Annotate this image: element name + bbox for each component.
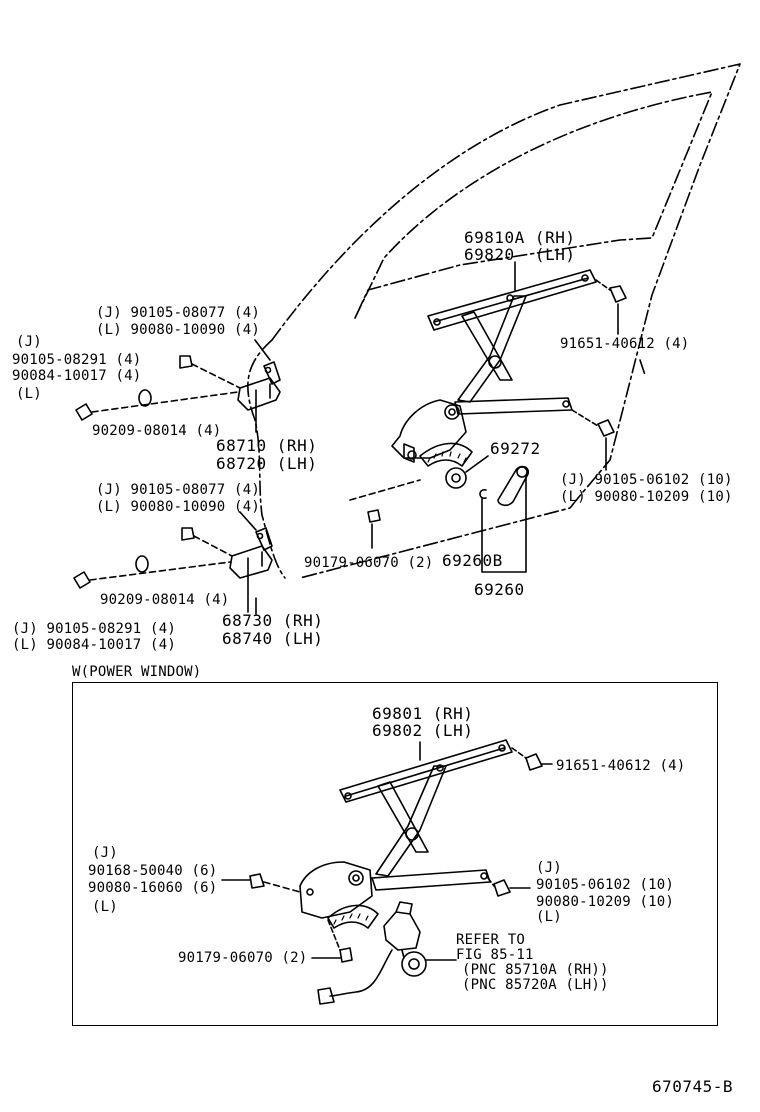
label-hinge-upper-left-l-tag: (L) — [16, 386, 42, 402]
label-hinge-upper-bolt-top-j: (J) 90105-08077 (4) — [96, 305, 260, 321]
label-pw-right-j: 90105-06102 (10) — [536, 877, 675, 893]
label-hinge-lower-bolt-top-l: (L) 90080-10090 (4) — [96, 499, 260, 515]
upper-hinge — [75, 339, 281, 433]
label-hinge-lower-left-j: (J) 90105-08291 (4) — [12, 621, 176, 637]
manual-window-regulator — [391, 269, 597, 467]
label-pw-left-l: 90080-16060 (6) — [88, 880, 218, 896]
label-bolt-right-j: (J) 90105-06102 (10) — [560, 472, 733, 488]
label-power-window-title: W(POWER WINDOW) — [72, 664, 202, 680]
label-hinge-upper-left-j: 90105-08291 (4) — [12, 352, 142, 368]
label-hinge-lower-left-l: (L) 90084-10017 (4) — [12, 637, 176, 653]
label-pw-refer-2: FIG 85-11 — [456, 947, 534, 963]
label-hinge-lower-washer: 90209-08014 (4) — [100, 592, 230, 608]
regulator-handle — [479, 465, 530, 573]
label-pw-refer-3: (PNC 85710A (RH)) — [462, 962, 609, 978]
label-hinge-upper-rh: 68710 (RH) — [216, 436, 318, 455]
label-pw-left-j-tag: (J) — [92, 845, 118, 861]
nut-upper — [349, 479, 421, 549]
label-pw-refer-1: REFER TO — [456, 932, 526, 948]
label-hinge-lower-rh: 68730 (RH) — [222, 611, 324, 630]
door-outline — [247, 63, 741, 579]
label-pw-left-l-tag: (L) — [92, 899, 118, 915]
label-bolt-right-l: (L) 90080-10209 (10) — [560, 489, 733, 505]
label-bolt-right-top: 91651-40612 (4) — [560, 336, 690, 352]
label-nut-upper: 90179-06070 (2) — [304, 555, 434, 571]
label-handle: 69260 — [474, 580, 525, 599]
label-diagram-code: 670745-B — [652, 1077, 734, 1096]
label-hinge-upper-left-j-tag: (J) — [16, 334, 42, 350]
label-hinge-upper-lh: 68720 (LH) — [216, 454, 318, 473]
label-pw-right-l: 90080-10209 (10) — [536, 894, 675, 910]
seat-69272 — [445, 455, 489, 489]
label-hinge-lower-bolt-top-j: (J) 90105-08077 (4) — [96, 482, 260, 498]
label-pw-nut: 90179-06070 (2) — [178, 950, 308, 966]
label-hinge-upper-bolt-top-l: (L) 90080-10090 (4) — [96, 322, 260, 338]
power-window-regulator — [221, 739, 553, 1005]
label-regulator-lh: 69820 (LH) — [464, 245, 576, 264]
label-pw-bolt-top: 91651-40612 (4) — [556, 758, 686, 774]
label-seat: 69272 — [490, 439, 541, 458]
label-regulator-rh: 69810A (RH) — [464, 228, 576, 247]
label-handle-sub: 69260B — [442, 551, 503, 570]
label-pw-refer-4: (PNC 85720A (LH)) — [462, 977, 609, 993]
label-hinge-upper-left-l: 90084-10017 (4) — [12, 368, 142, 384]
lower-hinge — [73, 511, 273, 613]
label-hinge-upper-washer: 90209-08014 (4) — [92, 423, 222, 439]
bolts-right-upper — [571, 279, 627, 471]
label-pw-left-j: 90168-50040 (6) — [88, 863, 218, 879]
label-pw-regulator-rh: 69801 (RH) — [372, 704, 474, 723]
label-pw-right-l-tag: (L) — [536, 909, 562, 925]
label-hinge-lower-lh: 68740 (LH) — [222, 629, 324, 648]
label-pw-right-j-tag: (J) — [536, 860, 562, 876]
label-pw-regulator-lh: 69802 (LH) — [372, 721, 474, 740]
